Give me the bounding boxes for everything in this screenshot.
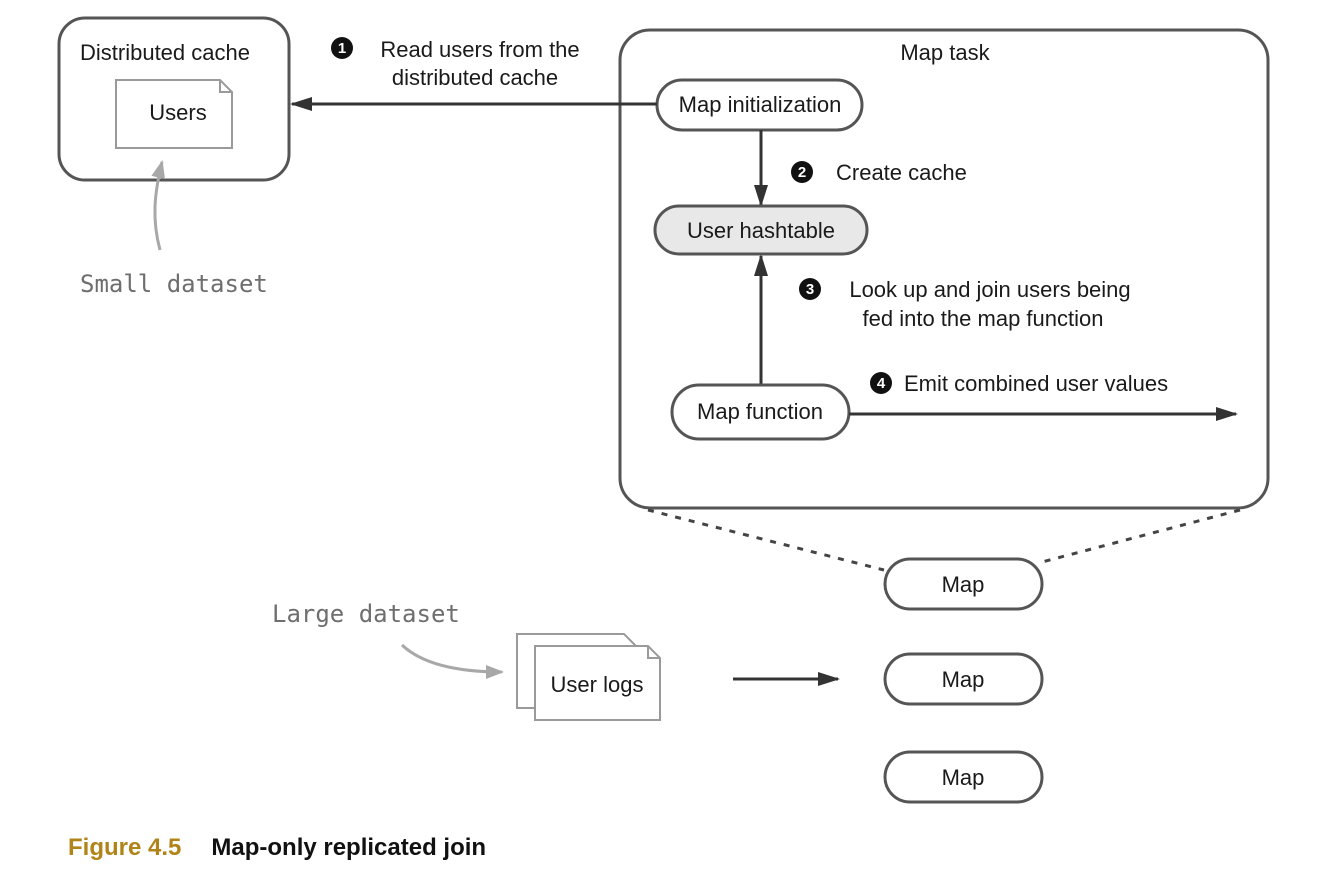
- small-dataset-arrow: [151, 160, 166, 251]
- step-4-number: 4: [877, 375, 886, 392]
- user-hashtable-label: User hashtable: [687, 218, 835, 243]
- step-3-annotation: 3 Look up and join users being fed into …: [799, 277, 1131, 331]
- step-1-badge: [331, 37, 353, 59]
- step-1-annotation: 1 Read users from the distributed cache: [331, 37, 580, 90]
- step-3-badge: [799, 278, 821, 300]
- step-2-annotation: 2 Create cache: [791, 160, 967, 185]
- users-document-icon: [115, 79, 233, 149]
- step-3-number: 3: [806, 281, 814, 298]
- figure-caption: Figure 4.5 Map-only replicated join: [68, 834, 486, 862]
- map-function-label: Map function: [697, 399, 823, 424]
- step-4-badge: [870, 372, 892, 394]
- user-logs-label: User logs: [551, 672, 644, 697]
- map-task-title: Map task: [900, 40, 990, 65]
- step-2-badge: [791, 161, 813, 183]
- map-node-2: Map: [883, 652, 1044, 706]
- large-dataset-arrow: [400, 643, 504, 679]
- step-4-annotation: 4 Emit combined user values: [870, 371, 1168, 396]
- step-3-line-1: Look up and join users being: [849, 277, 1130, 302]
- zoom-line-left: [647, 508, 885, 572]
- distributed-cache-box: Distributed cache Users: [57, 16, 291, 182]
- users-doc-label: Users: [149, 100, 206, 125]
- large-dataset-label: Large dataset: [272, 600, 460, 628]
- map-node-1: Map: [883, 557, 1044, 611]
- user-hashtable-node: User hashtable: [653, 204, 869, 256]
- map-node-2-label: Map: [942, 667, 985, 692]
- zoom-line-right: [1041, 508, 1241, 564]
- map-node-3-label: Map: [942, 765, 985, 790]
- step-2-number: 2: [798, 164, 806, 181]
- figure-title: Map-only replicated join: [211, 834, 487, 861]
- step-1-line-2: distributed cache: [392, 65, 558, 90]
- map-node-3: Map: [883, 750, 1044, 804]
- step-1-line-1: Read users from the: [380, 37, 579, 62]
- map-function-node: Map function: [670, 383, 851, 441]
- map-node-1-label: Map: [942, 572, 985, 597]
- map-initialization-label: Map initialization: [679, 92, 842, 117]
- step-1-number: 1: [338, 40, 346, 57]
- step-4-line-1: Emit combined user values: [904, 371, 1168, 396]
- distributed-cache-title: Distributed cache: [80, 40, 250, 65]
- user-logs-documents-icon: [516, 633, 661, 721]
- step-3-line-2: fed into the map function: [863, 306, 1104, 331]
- map-initialization-node: Map initialization: [655, 78, 864, 132]
- step-2-line-1: Create cache: [836, 160, 967, 185]
- small-dataset-label: Small dataset: [80, 270, 268, 298]
- figure-number: Figure 4.5: [68, 834, 182, 861]
